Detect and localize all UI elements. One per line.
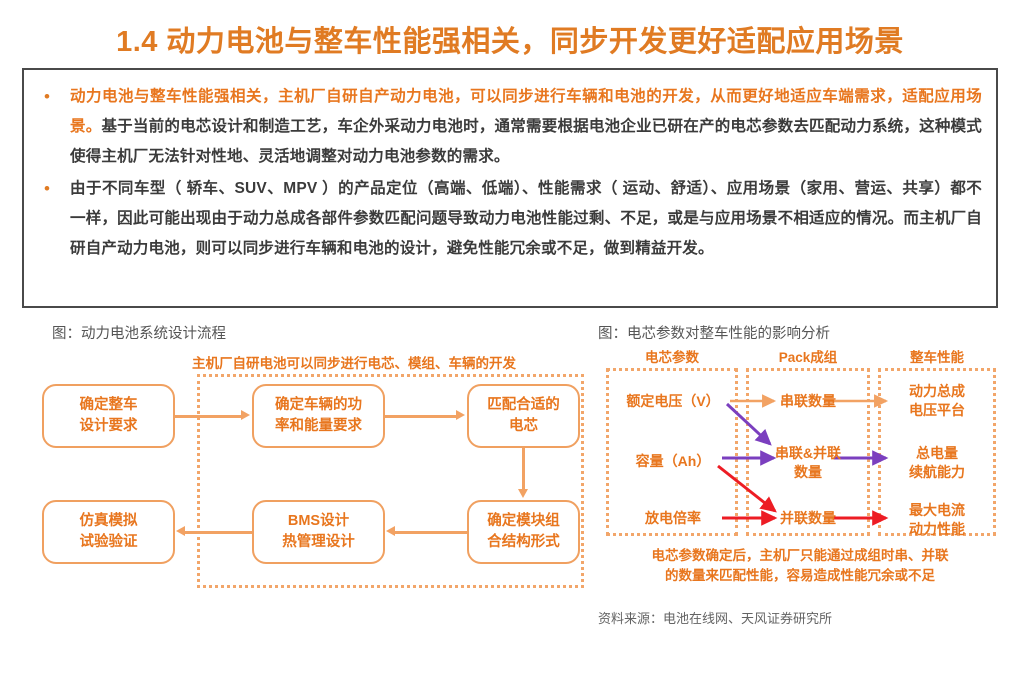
n-o3-line1: 最大电流 xyxy=(909,502,965,518)
n-o1-line1: 动力总成 xyxy=(909,383,965,399)
fb2-line2: 率和能量要求 xyxy=(275,418,362,434)
bullet-marker-icon: • xyxy=(44,87,50,106)
flow-arrow-1-line xyxy=(175,415,243,418)
paragraph-1-highlight: 动力电池与整车性能强相关，主机厂自研自产动力电池，可以同步进行车辆和电池的开发，… xyxy=(70,88,982,135)
fb1-line1: 确定整车 xyxy=(79,397,138,413)
flow-diagram: 主机厂自研电池可以同步进行电芯、模组、车辆的开发 确定整车设计要求 确定车辆的功… xyxy=(30,350,590,605)
fb5-line1: BMS设计 xyxy=(287,513,350,529)
flow-arrow-3-line xyxy=(522,448,525,491)
fb6-line1: 仿真模拟 xyxy=(79,513,138,529)
node-rated-voltage: 额定电压（V） xyxy=(626,393,720,409)
n-o2-line2: 续航能力 xyxy=(909,464,965,480)
fb3-line1: 匹配合适的 xyxy=(487,397,560,413)
column-header-pack: Pack成组 xyxy=(778,350,838,365)
flow-arrow-5-line xyxy=(184,531,252,534)
n-sp-line2: 数量 xyxy=(794,464,822,480)
column-box-cell-params xyxy=(606,368,738,536)
column-header-vehicle: 整车性能 xyxy=(910,350,964,365)
influence-connectors xyxy=(717,394,889,526)
figure-left-caption: 图：动力电池系统设计流程 xyxy=(52,326,226,342)
flow-box-match-cell: 匹配合适的电芯 xyxy=(467,384,580,448)
node-parallel-count: 并联数量 xyxy=(750,509,866,528)
bullet-paragraph-2: • 由于不同车型（ 轿车、SUV、MPV ）的产品定位（高端、低端）、性能需求（… xyxy=(38,174,982,264)
body-text-box: • 动力电池与整车性能强相关，主机厂自研自产动力电池，可以同步进行车辆和电池的开… xyxy=(22,68,998,308)
page-title: 1.4 动力电池与整车性能强相关，同步开发更好适配应用场景 xyxy=(116,26,904,58)
figure-right-caption: 图：电芯参数对整车性能的影响分析 xyxy=(598,326,830,342)
flow-box-vehicle-design: 确定整车设计要求 xyxy=(42,384,175,448)
flow-arrow-5-head-icon xyxy=(176,526,185,536)
column-header-cell-params: 电芯参数 xyxy=(645,350,699,365)
n-sp-line1: 串联&并联 xyxy=(774,445,842,461)
fb4-line1: 确定模块组 xyxy=(487,513,560,529)
node-discharge-rate: 放电倍率 xyxy=(645,510,701,526)
paragraph-2-text: 由于不同车型（ 轿车、SUV、MPV ）的产品定位（高端、低端）、性能需求（ 运… xyxy=(70,180,982,257)
column-box-pack xyxy=(746,368,870,536)
flow-arrow-3-head-icon xyxy=(518,489,528,498)
paragraph-1-text: 动力电池与整车性能强相关，主机厂自研自产动力电池，可以同步进行车辆和电池的开发，… xyxy=(70,82,982,172)
flow-banner-label: 主机厂自研电池可以同步进行电芯、模组、车辆的开发 xyxy=(192,356,516,371)
fb5-line2: 热管理设计 xyxy=(282,534,355,550)
flow-box-bms-thermal: BMS设计热管理设计 xyxy=(252,500,385,564)
flow-dashed-region xyxy=(197,374,584,588)
node-max-current-power: 最大电流动力性能 xyxy=(880,501,994,539)
node-capacity: 容量（Ah） xyxy=(635,453,711,469)
influence-note-line1: 电芯参数确定后，主机厂只能通过成组时串、并联 xyxy=(651,548,949,563)
bullet-paragraph-1: • 动力电池与整车性能强相关，主机厂自研自产动力电池，可以同步进行车辆和电池的开… xyxy=(38,82,982,172)
n-o3-line2: 动力性能 xyxy=(909,521,965,537)
node-series-count: 串联数量 xyxy=(750,392,866,411)
flow-arrow-2-line xyxy=(385,415,457,418)
flow-arrow-1-head-icon xyxy=(241,410,250,420)
flow-box-module-structure: 确定模块组合结构形式 xyxy=(467,500,580,564)
source-note: 资料来源：电池在线网、天风证券研究所 xyxy=(598,611,833,626)
node-voltage-platform: 动力总成电压平台 xyxy=(880,382,994,420)
n-s-line1: 串联数量 xyxy=(780,393,836,409)
fb3-line2: 电芯 xyxy=(509,418,538,434)
n-p-line1: 并联数量 xyxy=(780,510,836,526)
influence-diagram: 电芯参数 Pack成组 整车性能 xyxy=(598,346,1002,616)
node-series-parallel-count: 串联&并联数量 xyxy=(750,444,866,482)
node-total-energy-range: 总电量续航能力 xyxy=(880,444,994,482)
bullet-marker-icon-2: • xyxy=(44,179,50,198)
n-o2-line1: 总电量 xyxy=(916,445,958,461)
fb2-line1: 确定车辆的功 xyxy=(275,397,362,413)
flow-arrow-4-head-icon xyxy=(386,526,395,536)
paragraph-1-rest: 基于当前的电芯设计和制造工艺，车企外采动力电池时，通常需要根据电池企业已研在产的… xyxy=(70,118,982,165)
influence-note-line2: 的数量来匹配性能，容易造成性能冗余或不足 xyxy=(665,568,935,583)
fb1-line2: 设计要求 xyxy=(79,418,138,434)
n-o1-line2: 电压平台 xyxy=(909,402,965,418)
flow-box-simulation-test: 仿真模拟试验验证 xyxy=(42,500,175,564)
fb4-line2: 合结构形式 xyxy=(487,534,560,550)
flow-box-power-energy: 确定车辆的功率和能量要求 xyxy=(252,384,385,448)
flow-arrow-4-line xyxy=(394,531,467,534)
influence-note: 电芯参数确定后，主机厂只能通过成组时串、并联的数量来匹配性能，容易造成性能冗余或… xyxy=(598,546,1002,586)
flow-arrow-2-head-icon xyxy=(456,410,465,420)
fb6-line2: 试验验证 xyxy=(79,534,138,550)
